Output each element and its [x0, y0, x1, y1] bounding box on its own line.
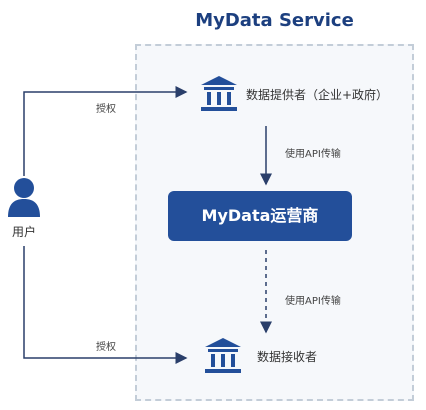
operator-node: MyData运营商 [168, 191, 352, 241]
diagram-title: MyData Service [195, 10, 354, 31]
authorize-receiver-connector [23, 246, 188, 364]
authorize-receiver-label: 授权 [96, 342, 116, 353]
user-icon [8, 178, 40, 217]
api-transfer-bottom-label: 使用API传输 [285, 296, 341, 307]
receiver-label: 数据接收者 [257, 350, 318, 364]
authorize-provider-connector [23, 86, 188, 176]
receiver-bank-icon [205, 338, 241, 373]
provider-label: 数据提供者（企业+政府） [246, 88, 389, 102]
authorize-provider-label: 授权 [96, 104, 116, 115]
provider-bank-icon [201, 76, 237, 111]
api-transfer-top-label: 使用API传输 [285, 149, 341, 160]
user-label: 用户 [11, 225, 36, 239]
